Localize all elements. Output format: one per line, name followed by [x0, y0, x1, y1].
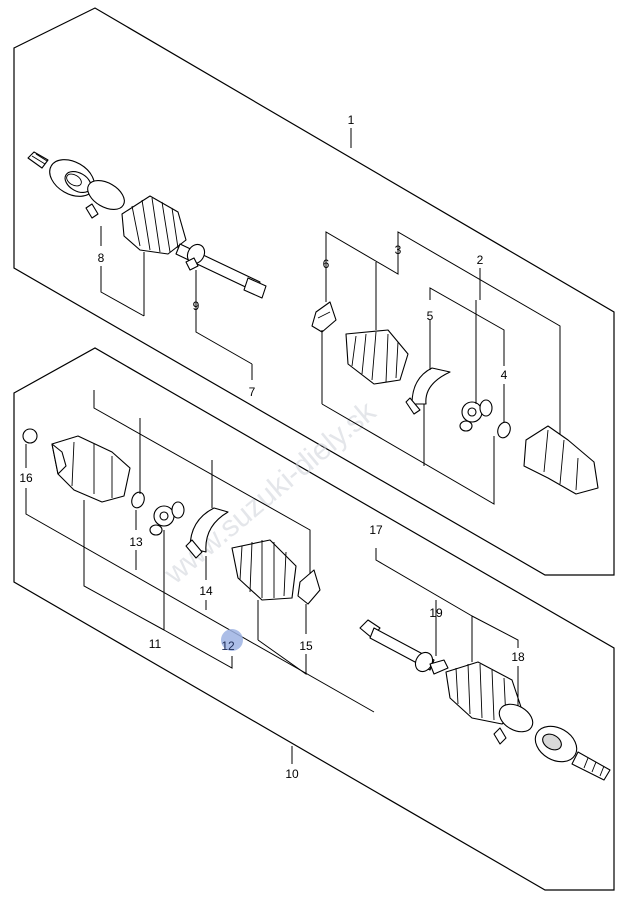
callout-13[interactable]: 13	[129, 535, 143, 549]
leader-lines	[25, 128, 561, 764]
callout-4[interactable]: 4	[501, 368, 508, 382]
callout-15[interactable]: 15	[299, 639, 313, 653]
callout-9[interactable]: 9	[193, 299, 200, 313]
upper-assembly-frame	[13, 7, 615, 576]
callout-19[interactable]: 19	[429, 606, 443, 620]
callout-5[interactable]: 5	[427, 309, 434, 323]
callout-12[interactable]: 12	[221, 639, 235, 653]
upper-inner-joint-parts	[311, 301, 599, 495]
lower-inner-joint-parts	[22, 428, 321, 605]
callout-17[interactable]: 17	[369, 523, 383, 537]
callout-10[interactable]: 10	[285, 767, 299, 781]
callout-18[interactable]: 18	[511, 650, 525, 664]
highlight-marker[interactable]	[221, 629, 243, 651]
lower-assembly-frame	[13, 347, 615, 891]
upper-drive-shaft	[27, 151, 267, 299]
lower-drive-shaft	[359, 619, 611, 781]
callout-7[interactable]: 7	[249, 385, 256, 399]
callout-11[interactable]: 11	[149, 637, 162, 651]
callout-1[interactable]: 1	[348, 113, 355, 127]
callout-16[interactable]: 16	[19, 471, 33, 485]
callout-2[interactable]: 2	[477, 253, 484, 267]
callout-6[interactable]: 6	[323, 257, 330, 271]
callout-3[interactable]: 3	[395, 243, 402, 257]
callout-14[interactable]: 14	[199, 584, 213, 598]
callout-labels: 1 2 3 4 5 6 7 8 9 10 11 12 13 14 15 16 1…	[19, 113, 525, 781]
callout-8[interactable]: 8	[98, 251, 105, 265]
